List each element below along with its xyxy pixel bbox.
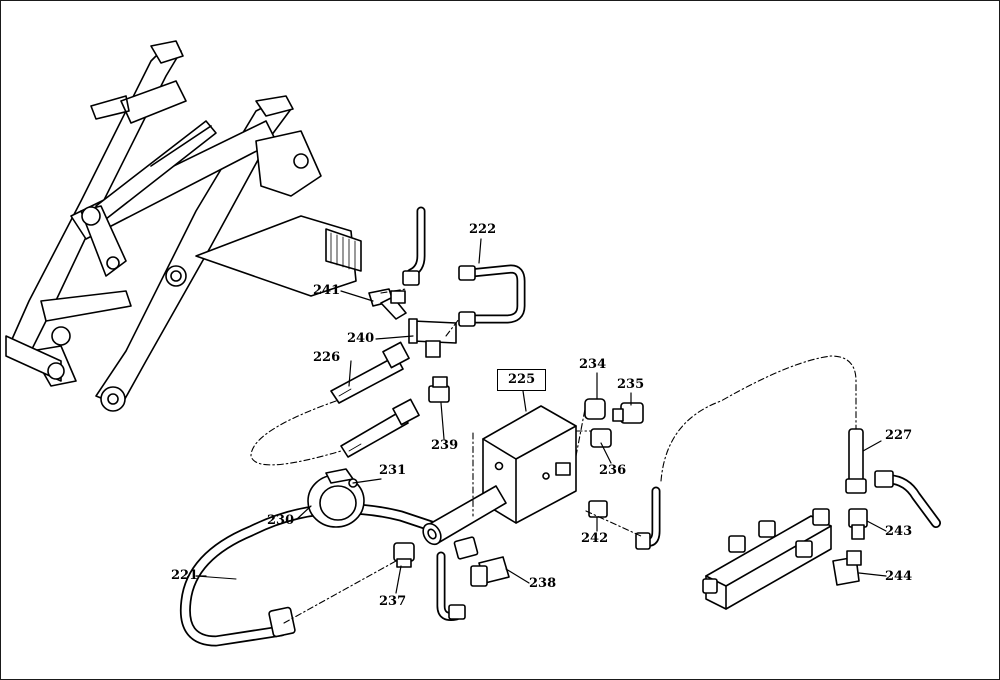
fittings-238: [453, 536, 510, 587]
callout-234: 234: [579, 357, 607, 372]
clamp-230-231: [307, 468, 365, 528]
callout-244: 244: [885, 569, 913, 584]
callout-241: 241: [313, 283, 341, 298]
hose-upper: [402, 206, 426, 286]
callout-225: 225: [497, 369, 547, 391]
hose-end-226: [330, 341, 420, 458]
fittings-234-236: [584, 398, 644, 448]
fitting-239: [428, 376, 450, 403]
tube: [422, 485, 507, 546]
callout-227: 227: [885, 428, 913, 443]
callout-221: 221: [171, 568, 199, 583]
hose-lower: [436, 551, 466, 621]
leader-lines: [195, 238, 887, 594]
callout-239: 239: [431, 438, 459, 453]
fitting-237: [393, 542, 415, 568]
fitting-240: [408, 318, 457, 358]
hose-mid: [635, 486, 661, 550]
connection-paths: [250, 288, 857, 624]
fitting-242: [588, 500, 608, 518]
callout-237: 237: [379, 594, 407, 609]
callout-243: 243: [885, 524, 913, 539]
manifold: [702, 508, 832, 610]
callout-230: 230: [267, 513, 295, 528]
callout-226: 226: [313, 350, 341, 365]
fitting-241: [368, 288, 407, 320]
pipe-221: [179, 503, 437, 647]
callout-222: 222: [469, 222, 497, 237]
hose-227: [845, 428, 941, 528]
callout-240: 240: [347, 331, 375, 346]
callout-238: 238: [529, 576, 557, 591]
callout-235: 235: [617, 377, 645, 392]
callout-242: 242: [581, 531, 609, 546]
callout-236: 236: [599, 463, 627, 478]
callout-231: 231: [379, 463, 407, 478]
loader-frame: [5, 40, 362, 412]
fittings-243-244: [832, 508, 868, 586]
hose-222: [458, 264, 526, 327]
